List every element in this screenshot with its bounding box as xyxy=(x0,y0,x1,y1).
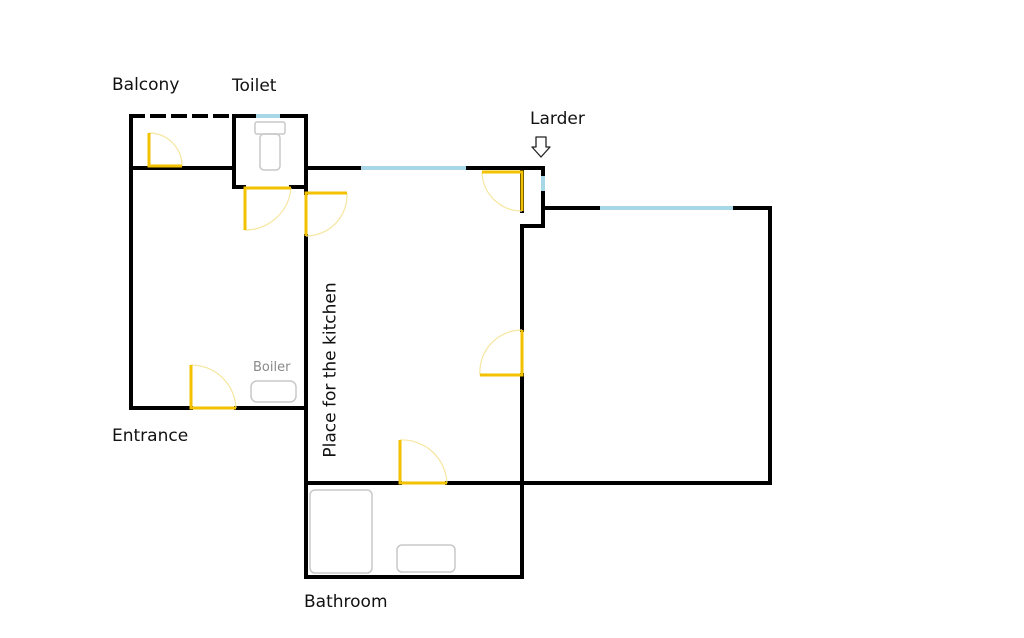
wall-larder-b xyxy=(520,189,545,228)
door-bathroom xyxy=(398,439,448,485)
door-larder xyxy=(481,170,524,212)
door-toilet xyxy=(243,186,292,231)
washbasin xyxy=(396,544,456,573)
label-toilet: Toilet xyxy=(232,76,277,96)
label-bathroom: Bathroom xyxy=(304,592,388,612)
windows xyxy=(256,114,733,210)
fixtures xyxy=(250,121,456,574)
label-balcony: Balcony xyxy=(112,75,180,95)
door-room xyxy=(479,329,524,377)
doors xyxy=(147,132,524,485)
bathtub xyxy=(309,489,373,574)
door-balcony xyxy=(147,132,183,168)
label-boiler: Boiler xyxy=(253,360,291,375)
wall-balcony xyxy=(129,114,236,170)
label-entrance: Entrance xyxy=(112,426,189,446)
boiler-unit xyxy=(250,380,297,403)
walls xyxy=(129,114,772,579)
door-kitchen xyxy=(304,191,348,237)
label-larder: Larder xyxy=(530,109,585,129)
larder-arrow-icon xyxy=(531,136,551,158)
door-entrance xyxy=(189,364,237,410)
toilet-bowl xyxy=(254,121,286,171)
label-kitchen: Place for the kitchen xyxy=(320,282,341,458)
wall-toilet xyxy=(232,114,308,189)
